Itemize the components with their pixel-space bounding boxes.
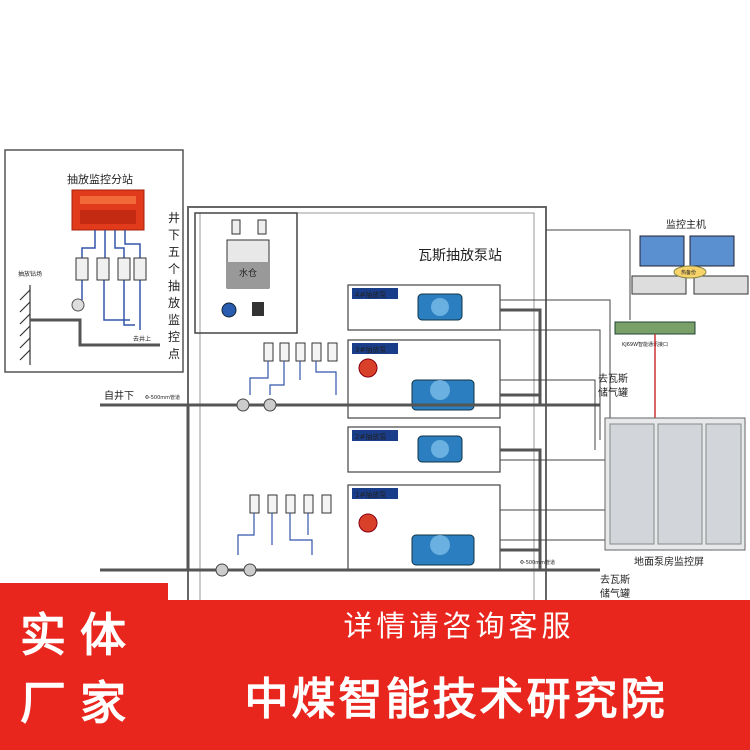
banner-left-line1: 实体 bbox=[20, 608, 140, 662]
hot-standby-label: 热备份 bbox=[681, 269, 696, 276]
svg-text:3#抽放泵: 3#抽放泵 bbox=[355, 345, 386, 354]
svg-text:监: 监 bbox=[168, 313, 180, 327]
surface-panel-label: 地面泵房监控屏 bbox=[634, 555, 704, 568]
water-tank-frame bbox=[194, 212, 298, 334]
svg-text:井: 井 bbox=[168, 211, 180, 225]
banner-right-top-text: 详情请咨询客服 bbox=[343, 609, 575, 643]
svg-text:点: 点 bbox=[168, 347, 180, 361]
banner-right-bottom bbox=[168, 652, 750, 750]
pipe-label-top: Φ-500mm管道 bbox=[145, 394, 180, 401]
svg-text:2#抽放泵: 2#抽放泵 bbox=[355, 432, 386, 441]
banner-right-bottom-text: 中煤智能技术研究院 bbox=[244, 674, 668, 725]
substation-sensors bbox=[75, 257, 147, 281]
substation-frame bbox=[4, 149, 184, 373]
svg-text:控: 控 bbox=[168, 330, 180, 344]
svg-text:4#抽放泵: 4#抽放泵 bbox=[355, 290, 386, 299]
svg-text:下: 下 bbox=[168, 228, 180, 242]
to-gas-tank-top-1: 去瓦斯 bbox=[598, 372, 628, 385]
lower-sensor-row bbox=[249, 494, 332, 514]
banner-left-line2: 厂家 bbox=[20, 676, 140, 730]
svg-text:抽: 抽 bbox=[168, 279, 180, 293]
comm-interface-label: KJ69W智能通讯接口 bbox=[622, 341, 668, 348]
surface-panel-icon bbox=[604, 417, 746, 551]
svg-text:1#抽放泵: 1#抽放泵 bbox=[355, 490, 386, 499]
comm-interface-device bbox=[614, 321, 696, 335]
to-gas-tank-bottom-1: 去瓦斯 bbox=[600, 573, 630, 586]
to-gas-tank-bottom-2: 储气罐 bbox=[600, 587, 630, 600]
pump-station-title: 瓦斯抽放泵站 bbox=[418, 248, 502, 264]
svg-text:五: 五 bbox=[168, 245, 180, 259]
to-gas-tank-top-2: 储气罐 bbox=[598, 386, 628, 399]
water-tank-label: 水仓 bbox=[239, 267, 257, 279]
monitor-host-icon bbox=[631, 235, 749, 295]
pump-4-box: 4#抽放泵 bbox=[347, 284, 501, 331]
drill-site-label: 抽放钻场 bbox=[18, 270, 42, 278]
from-underground-label: 自井下 bbox=[104, 389, 134, 402]
svg-text:放: 放 bbox=[168, 295, 180, 310]
pump-1-box: 1#抽放泵 bbox=[347, 484, 501, 571]
drill-site-icon bbox=[19, 285, 31, 365]
gas-pipes bbox=[100, 308, 600, 572]
pipe-label-bottom: Φ-500mm管道 bbox=[520, 559, 555, 566]
monitor-host-label: 监控主机 bbox=[666, 218, 706, 231]
upper-sensor-row bbox=[263, 342, 338, 362]
svg-text:个: 个 bbox=[168, 262, 180, 276]
well-up-label: 去井上 bbox=[133, 335, 151, 343]
substation-title: 抽放监控分站 bbox=[67, 172, 133, 186]
pump-2-box: 2#抽放泵 bbox=[347, 426, 501, 473]
banner-right-top bbox=[168, 600, 750, 652]
banner-left bbox=[0, 583, 168, 750]
pipe-valves bbox=[215, 398, 277, 577]
vertical-label: 井 下 五 个 抽 放 监 控 点 bbox=[168, 211, 180, 361]
